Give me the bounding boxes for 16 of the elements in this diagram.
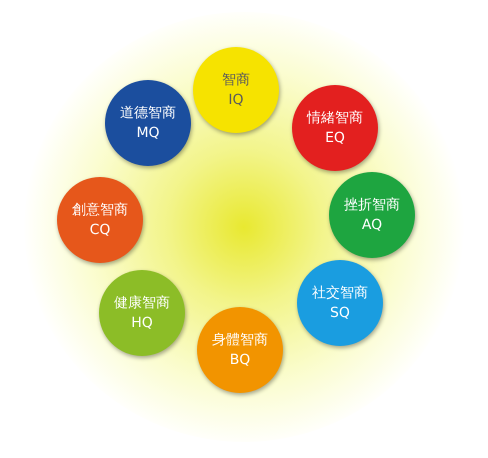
node-abbreviation: IQ: [228, 91, 244, 110]
node-abbreviation: AQ: [362, 216, 382, 235]
node-abbreviation: SQ: [330, 304, 350, 323]
node-title: 健康智商: [114, 294, 170, 313]
node-abbreviation: MQ: [136, 124, 160, 143]
node-title: 創意智商: [72, 201, 128, 220]
node-title: 智商: [222, 71, 250, 90]
node-abbreviation: HQ: [131, 314, 153, 333]
node-abbreviation: EQ: [325, 129, 345, 148]
node-title: 情緒智商: [307, 109, 363, 128]
node-title: 身體智商: [212, 331, 268, 350]
node-title: 道德智商: [120, 104, 176, 123]
node-title: 社交智商: [312, 284, 368, 303]
node-abbreviation: CQ: [90, 221, 110, 240]
node-title: 挫折智商: [344, 196, 400, 215]
node-abbreviation: BQ: [230, 351, 250, 370]
